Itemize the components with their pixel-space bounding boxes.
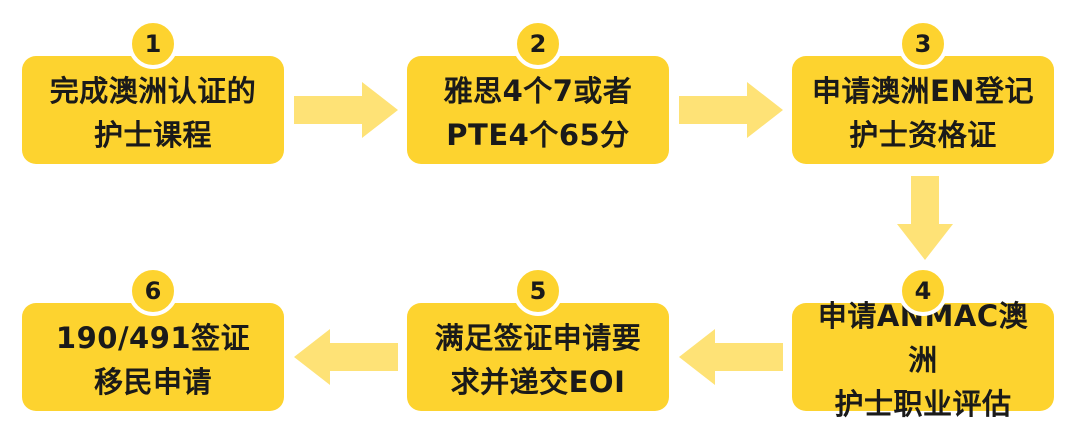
step-6-box: 190/491签证 移民申请 — [22, 303, 284, 411]
step-3-number-badge: 3 — [898, 19, 948, 69]
step-1-text: 完成澳洲认证的 护士课程 — [49, 74, 257, 152]
step-2-box: 雅思4个7或者 PTE4个65分 — [407, 56, 669, 164]
step-6-text: 190/491签证 移民申请 — [55, 321, 251, 399]
arrow-down-shape — [897, 176, 953, 260]
arrow-left-shape — [679, 329, 783, 385]
step-4-number-badge: 4 — [898, 266, 948, 316]
arrow-right-step2-to-step3 — [679, 82, 783, 138]
step-5-number-badge: 5 — [513, 266, 563, 316]
arrow-right-step1-to-step2 — [294, 82, 398, 138]
step-6-number-badge: 6 — [128, 266, 178, 316]
step-1-number-badge: 1 — [128, 19, 178, 69]
step-3-text: 申请澳洲EN登记 护士资格证 — [811, 74, 1035, 152]
arrow-down-step3-to-step4 — [897, 176, 953, 260]
arrow-left-step5-to-step6 — [294, 329, 398, 385]
step-2-number-badge: 2 — [513, 19, 563, 69]
step-5-box: 满足签证申请要 求并递交EOI — [407, 303, 669, 411]
step-3-box: 申请澳洲EN登记 护士资格证 — [792, 56, 1054, 164]
arrow-left-step4-to-step5 — [679, 329, 783, 385]
step-2-text: 雅思4个7或者 PTE4个65分 — [443, 74, 633, 152]
arrow-left-shape — [294, 329, 398, 385]
step-5-text: 满足签证申请要 求并递交EOI — [434, 321, 642, 399]
arrow-right-shape — [294, 82, 398, 138]
step-4-box: 申请ANMAC澳洲 护士职业评估 — [792, 299, 1054, 421]
step-1-box: 完成澳洲认证的 护士课程 — [22, 56, 284, 164]
arrow-right-shape — [679, 82, 783, 138]
